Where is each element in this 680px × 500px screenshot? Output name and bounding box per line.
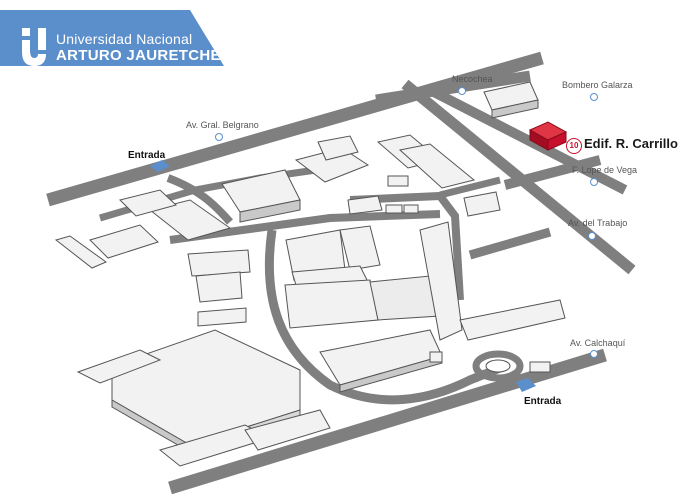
building-nw-2	[119, 189, 177, 217]
building-south-bottom-2	[244, 409, 331, 451]
building-n-6	[403, 204, 419, 214]
street-label-lope-de-vega: F. Lope de Vega	[572, 165, 638, 175]
building-central-2	[339, 225, 381, 271]
building-west-1	[187, 249, 251, 277]
road-bombero-galarza	[427, 85, 628, 195]
building-ne-3	[463, 191, 501, 217]
location-pin-icon	[590, 178, 598, 186]
building-number-badge: 10	[566, 138, 582, 154]
street-label-del-trabajo: Av. del Trabajo	[568, 218, 628, 228]
building-west-3	[197, 307, 247, 327]
location-pin-icon	[590, 93, 598, 101]
logo-banner: Universidad Nacional ARTURO JAURETCHE	[0, 10, 224, 66]
logo-line-university: Universidad Nacional	[56, 31, 193, 47]
street-label-belgrano: Av. Gral. Belgrano	[186, 120, 259, 130]
building-east-small	[529, 361, 551, 373]
road-del-trabajo	[468, 227, 552, 260]
entrance-label-north: Entrada	[128, 150, 166, 161]
building-west-4	[89, 224, 159, 259]
building-nw-1	[148, 199, 232, 241]
location-pin-icon	[590, 350, 598, 358]
road-internal-3	[169, 210, 441, 244]
road-av-calchaqui	[168, 348, 607, 495]
building-n-3	[347, 195, 383, 215]
building-east-wing	[459, 299, 566, 341]
entrance-arrow-south[interactable]	[516, 378, 536, 392]
building-small-south	[429, 351, 443, 363]
road-internal-4	[349, 191, 464, 301]
building-south-west-wing	[76, 349, 162, 384]
building-west-2	[195, 271, 243, 303]
road-internal-5	[439, 176, 501, 199]
entrance-arrow-north[interactable]	[150, 160, 170, 172]
roundabout	[472, 350, 524, 382]
location-pin-icon	[458, 87, 466, 95]
building-west-5	[54, 235, 108, 269]
building-long-vertical	[419, 221, 463, 341]
building-name-label: Edif. R. Carrillo	[584, 136, 678, 151]
university-logo-icon	[22, 28, 46, 66]
road-internal-loop	[264, 229, 502, 405]
street-label-calchaqui: Av. Calchaquí	[570, 338, 626, 348]
street-label-bombero-galarza: Bombero Galarza	[562, 80, 633, 90]
road-necochea	[375, 70, 531, 106]
road-network	[46, 51, 636, 495]
building-n-2	[317, 135, 359, 161]
campus-buildings	[54, 81, 566, 467]
building-central-4	[284, 279, 379, 329]
road-lope-de-vega	[503, 155, 602, 190]
logo-line-name: ARTURO JAURETCHE	[56, 47, 221, 64]
location-pin-icon	[588, 232, 596, 240]
entrance-label-south: Entrada	[524, 396, 562, 407]
building-n-5	[385, 204, 403, 214]
building-n-4	[387, 175, 409, 187]
street-label-necochea: Necochea	[452, 74, 493, 84]
location-pin-icon	[215, 133, 223, 141]
road-internal-1	[166, 174, 233, 225]
building-ne-2	[398, 143, 476, 189]
highlighted-building[interactable]	[528, 121, 568, 151]
